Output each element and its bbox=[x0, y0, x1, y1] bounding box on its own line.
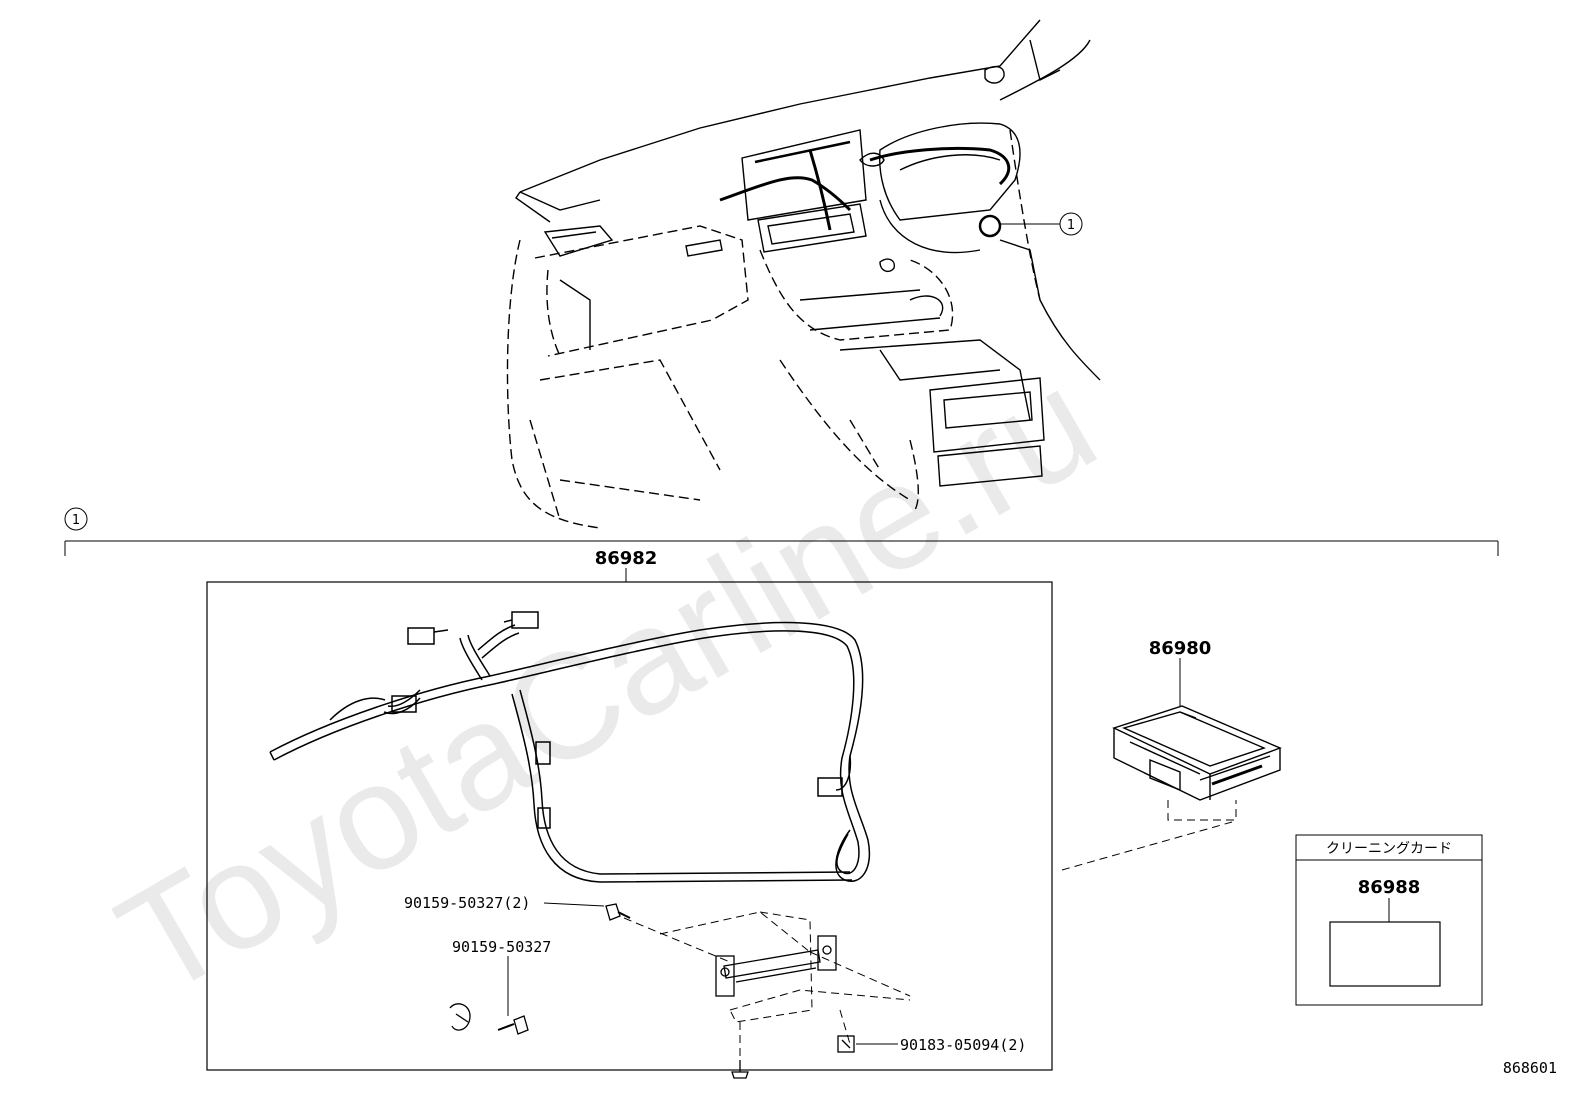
section-bracket: 1 bbox=[64, 507, 1499, 556]
cleaning-card-part-number: 86988 bbox=[1358, 877, 1421, 898]
screw-bottom bbox=[731, 1060, 749, 1079]
mounting-bracket bbox=[715, 935, 837, 997]
dashboard-illustration bbox=[506, 19, 1101, 529]
callout-number: 1 bbox=[1067, 218, 1075, 233]
fastener-label-1: 90159-50327(2) bbox=[404, 894, 530, 912]
watermark: ToyotaCarline.ru bbox=[92, 336, 1122, 1028]
fastener-label-3: 90183-05094(2) bbox=[900, 1036, 1026, 1054]
nut-90183 bbox=[837, 1035, 855, 1053]
module-part-number: 86980 bbox=[1149, 638, 1212, 659]
screw-90159-b bbox=[497, 1015, 529, 1035]
fastener-label-2: 90159-50327 bbox=[452, 938, 551, 956]
clip-90159 bbox=[449, 1003, 471, 1031]
diagram-code: 868601 bbox=[1503, 1059, 1557, 1077]
fastener-labels: 90159-50327(2) 90159-50327 90183-05094(2… bbox=[404, 894, 1026, 1054]
cleaning-card-title: クリーニングカード bbox=[1326, 841, 1452, 857]
harness-assembly-group: 86982 bbox=[206, 548, 1053, 1071]
screw-90159-a bbox=[605, 903, 631, 921]
module-86980: 86980 bbox=[1112, 638, 1282, 801]
section-ref-number: 1 bbox=[72, 513, 80, 528]
cleaning-card-box: クリーニングカード 86988 bbox=[1295, 834, 1483, 1006]
cleaning-card-icon bbox=[1329, 921, 1441, 987]
location-callout: 1 bbox=[978, 212, 1083, 238]
wire-harness bbox=[269, 611, 871, 883]
assembly-part-number: 86982 bbox=[595, 548, 658, 569]
guide-lines bbox=[623, 800, 1237, 1060]
